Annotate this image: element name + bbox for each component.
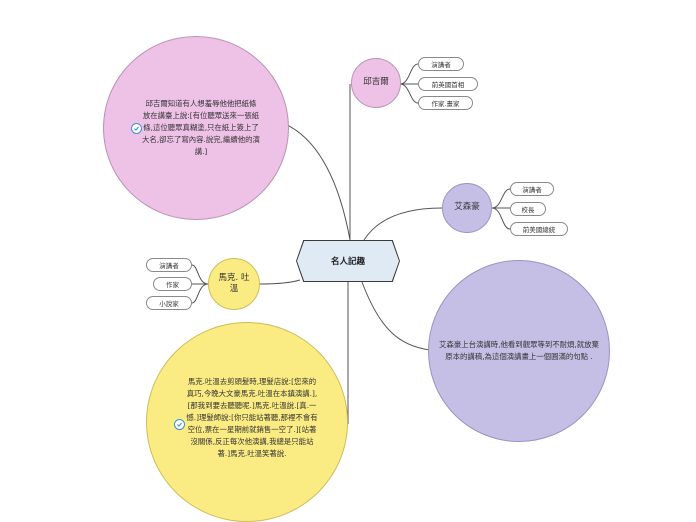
tag-eisenhower-0[interactable]: 演講者 bbox=[510, 182, 554, 196]
tag-eisenhower-1[interactable]: 校長 bbox=[510, 202, 546, 216]
central-topic[interactable]: 名人記趣 bbox=[296, 240, 400, 282]
central-topic-label: 名人記趣 bbox=[330, 257, 365, 267]
link-twain bbox=[259, 279, 301, 285]
note-twain-text: 馬克.吐溫去剪頭髮時,理髮店說:[您來的真巧,今晚大文豪馬克.吐溫在本鎮演講.]… bbox=[186, 377, 318, 458]
note-eisenhower[interactable]: 艾森豪上台演講時,他看到觀眾等到不耐煩,就放棄原本的講稿,為這個演講畫上一個圓滿… bbox=[428, 260, 610, 442]
link-churchill-note bbox=[284, 123, 351, 241]
tag-churchill-0[interactable]: 演講者 bbox=[418, 57, 464, 71]
check-circle-icon bbox=[131, 123, 142, 134]
link-eisenhower bbox=[363, 207, 443, 241]
note-twain[interactable]: 馬克.吐溫去剪頭髮時,理髮店說:[您來的真巧,今晚大文豪馬克.吐溫在本鎮演講.]… bbox=[146, 322, 348, 522]
topic-eisenhower[interactable]: 艾森豪 bbox=[442, 183, 492, 233]
topic-twain[interactable]: 馬克. 吐溫 bbox=[208, 258, 260, 310]
topic-twain-label: 馬克. 吐溫 bbox=[218, 272, 250, 294]
tag-twain-2[interactable]: 小說家 bbox=[146, 296, 192, 310]
topic-eisenhower-label: 艾森豪 bbox=[454, 202, 480, 213]
topic-churchill-label: 邱吉爾 bbox=[363, 77, 389, 88]
check-circle-icon bbox=[174, 419, 185, 430]
tag-churchill-2[interactable]: 作家.畫家 bbox=[418, 96, 473, 110]
note-churchill-text: 邱吉爾知道有人想羞辱他他把紙條放在講臺上說:[有位聽眾送來一張紙條,這位聽眾真糊… bbox=[142, 99, 260, 156]
link-eisenhower-note bbox=[361, 281, 431, 351]
note-churchill[interactable]: 邱吉爾知道有人想羞辱他他把紙條放在講臺上說:[有位聽眾送來一張紙條,這位聽眾真糊… bbox=[103, 36, 289, 220]
tag-eisenhower-2[interactable]: 前美國總統 bbox=[510, 222, 568, 236]
topic-churchill[interactable]: 邱吉爾 bbox=[351, 58, 401, 108]
tag-churchill-1[interactable]: 前英國首相 bbox=[418, 77, 478, 91]
tag-twain-1[interactable]: 作家 bbox=[153, 277, 192, 291]
tag-twain-0[interactable]: 演講者 bbox=[146, 258, 192, 272]
note-eisenhower-text: 艾森豪上台演講時,他看到觀眾等到不耐煩,就放棄原本的講稿,為這個演講畫上一個圓滿… bbox=[439, 340, 599, 361]
